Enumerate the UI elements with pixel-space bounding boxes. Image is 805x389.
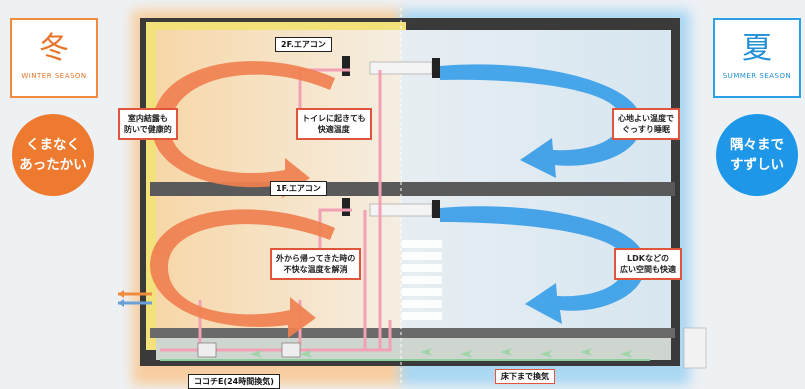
ventilation-label: ココチE(24時間換気) [188, 374, 280, 389]
callout-winter-2f-left: 室内結露も 防いで健康的 [118, 108, 178, 140]
summer-season-box: 夏 SUMMER SEASON [713, 18, 801, 98]
winter-season-box: 冬 WINTER SEASON [10, 18, 98, 98]
winter-season-label: WINTER SEASON [21, 72, 87, 80]
winter-slogan-line1: くまなく [26, 137, 80, 153]
winter-slogan-line2: あったかい [19, 157, 87, 173]
ac-2f-label: 2F.エアコン [275, 37, 332, 52]
summer-slogan-line1: 隅々まで [730, 137, 784, 153]
callout-winter-2f-right: トイレに起きても 快適温度 [296, 108, 372, 140]
underfloor-label: 床下まで換気 [495, 369, 555, 384]
summer-slogan-circle: 隅々まで すずしい [716, 114, 798, 196]
callout-summer-2f: 心地よい温度で ぐっすり睡眠 [612, 108, 680, 140]
summer-slogan-line2: すずしい [730, 157, 784, 173]
ac-1f-label: 1F.エアコン [270, 181, 327, 196]
summer-kanji: 夏 [742, 31, 772, 66]
summer-season-label: SUMMER SEASON [722, 72, 792, 80]
callout-summer-1f: LDKなどの 広い空間も快適 [614, 248, 682, 280]
winter-kanji: 冬 [39, 31, 69, 66]
winter-slogan-circle: くまなく あったかい [12, 114, 94, 196]
callout-winter-1f: 外から帰ってきた時の 不快な温度を解消 [270, 248, 362, 280]
